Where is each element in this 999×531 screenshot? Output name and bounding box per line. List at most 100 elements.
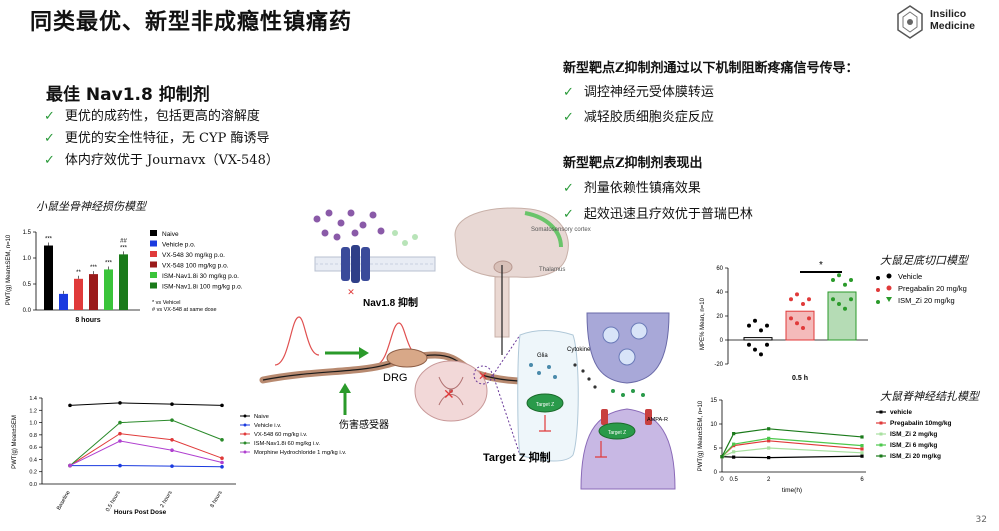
data-point (732, 432, 736, 436)
list-item: ✓减轻胶质细胞炎症反应 (563, 110, 714, 125)
legend-label: Pregabalin 10mg/kg (890, 420, 951, 427)
y-tick-label: 0.2 (29, 470, 37, 476)
target-z-label-1: Target Z (536, 402, 554, 408)
nav18-channel-illustration: ✕ (313, 209, 436, 297)
data-point (765, 323, 769, 328)
data-point (801, 326, 805, 330)
legend-label: Vehicle i.v. (254, 423, 282, 429)
svg-text:✕: ✕ (478, 369, 488, 383)
y-tick-label: 60 (716, 266, 723, 272)
series-line (69, 402, 223, 406)
data-point (759, 352, 763, 357)
legend-label: Naive (254, 414, 269, 420)
check-icon: ✓ (44, 109, 55, 124)
x-axis-label: 8 hours (75, 317, 100, 324)
y-tick-label: 0.6 (29, 445, 37, 451)
synapse-illustration: Target Z AMPA-R (580, 312, 676, 490)
legend-marker (243, 441, 247, 445)
page-title: 同类最优、新型非成瘾性镇痛药 (30, 9, 353, 35)
note-label: # vs VX-548 at same dose (152, 307, 217, 313)
check-icon: ✓ (563, 207, 574, 222)
data-point (170, 448, 174, 453)
legend-marker (879, 443, 883, 447)
data-point (118, 463, 122, 468)
legend-marker (243, 432, 247, 436)
legend-marker (886, 273, 892, 279)
data-point (860, 444, 864, 448)
series-line (721, 447, 863, 458)
data-point (220, 437, 224, 442)
data-point (767, 439, 771, 443)
right-heading-2: 新型靶点Z抑制剂表现出 (563, 156, 703, 171)
list-item: ✓更优的成药性，包括更高的溶解度 (44, 109, 260, 124)
data-point (220, 465, 224, 469)
legend-swatch (150, 230, 157, 236)
legend-marker (886, 285, 892, 291)
sig-label: ** (76, 270, 81, 276)
y-axis-label: MPE% Mean, n=10 (700, 297, 706, 350)
y-tick-label: 40 (716, 290, 723, 296)
legend-label: ISM_Zi 20 mg/kg (890, 453, 941, 460)
data-point (767, 446, 771, 450)
data-point (767, 427, 771, 431)
data-point (831, 278, 835, 282)
data-point (118, 439, 122, 443)
nav18-label: Nav1.8 抑制 (363, 296, 418, 309)
x-axis-label: 0.5 h (792, 375, 808, 382)
x-tick-label: 2 hours (159, 490, 173, 509)
svg-text:✕: ✕ (347, 287, 355, 297)
legend-marker (879, 410, 883, 414)
series-line (70, 465, 223, 468)
x-tick-label: 2 (767, 477, 771, 483)
legend-label: ISM_Zi 6 mg/kg (890, 442, 937, 449)
x-axis-label: time(h) (782, 487, 802, 494)
right-bullets-1: ✓调控神经元受体膜转运 ✓减轻胶质细胞炎症反应 (563, 80, 714, 130)
y-tick-label: 0.4 (29, 457, 37, 463)
legend-swatch (150, 251, 157, 257)
glia-label: Glia (537, 353, 548, 359)
legend-label: vehicle (890, 409, 912, 416)
right-bullets-2: ✓剂量依赖性镇痛效果 ✓起效迅速且疗效优于普瑞巴林 (563, 176, 753, 228)
insilico-logo-icon (897, 5, 923, 39)
sig-label: * (819, 260, 823, 271)
y-tick-label: 0.0 (23, 308, 32, 314)
legend-marker (886, 297, 892, 302)
legend-label: Vehicle (898, 272, 922, 281)
y-tick-label: 1.2 (29, 408, 37, 414)
y-tick-label: 0.8 (29, 433, 37, 439)
data-point (807, 297, 811, 302)
series-line (69, 419, 223, 466)
data-point (860, 447, 864, 451)
data-point (732, 455, 736, 459)
y-tick-label: -20 (714, 362, 723, 368)
y-tick-label: 5 (714, 446, 718, 452)
legend-label: ISM_Zi 2 mg/kg (890, 431, 937, 438)
y-tick-label: 1.0 (23, 256, 32, 262)
bar (44, 245, 53, 310)
brain-illustration (454, 207, 569, 355)
x-tick-label: 6 (860, 477, 864, 483)
data-point (860, 454, 864, 458)
legend-label: ISM-Nav1.8i 60 mg/kg i.v. (254, 441, 320, 447)
legend-swatch (150, 282, 157, 289)
data-point (732, 450, 736, 454)
y-tick-label: 10 (710, 422, 717, 428)
data-point (220, 460, 224, 465)
data-point (765, 342, 769, 347)
data-point (759, 328, 763, 333)
data-point (68, 463, 72, 468)
data-point (170, 464, 174, 468)
list-item: ✓更优的安全性特征，无 CYP 酶诱导 (44, 131, 270, 146)
legend-swatch (150, 261, 157, 268)
list-item: ✓剂量依赖性镇痛效果 (563, 181, 701, 196)
legend-label: Morphine Hydrochloride 1 mg/kg i.v. (254, 450, 347, 456)
legend-marker (243, 414, 247, 418)
legend-marker (876, 300, 880, 304)
legend-label: VX-548 100 mg/kg p.o. (162, 263, 229, 270)
sig-label: ## (120, 238, 127, 244)
data-point (220, 403, 224, 408)
y-tick-label: 20 (716, 314, 723, 320)
y-tick-label: 1.5 (23, 230, 32, 236)
